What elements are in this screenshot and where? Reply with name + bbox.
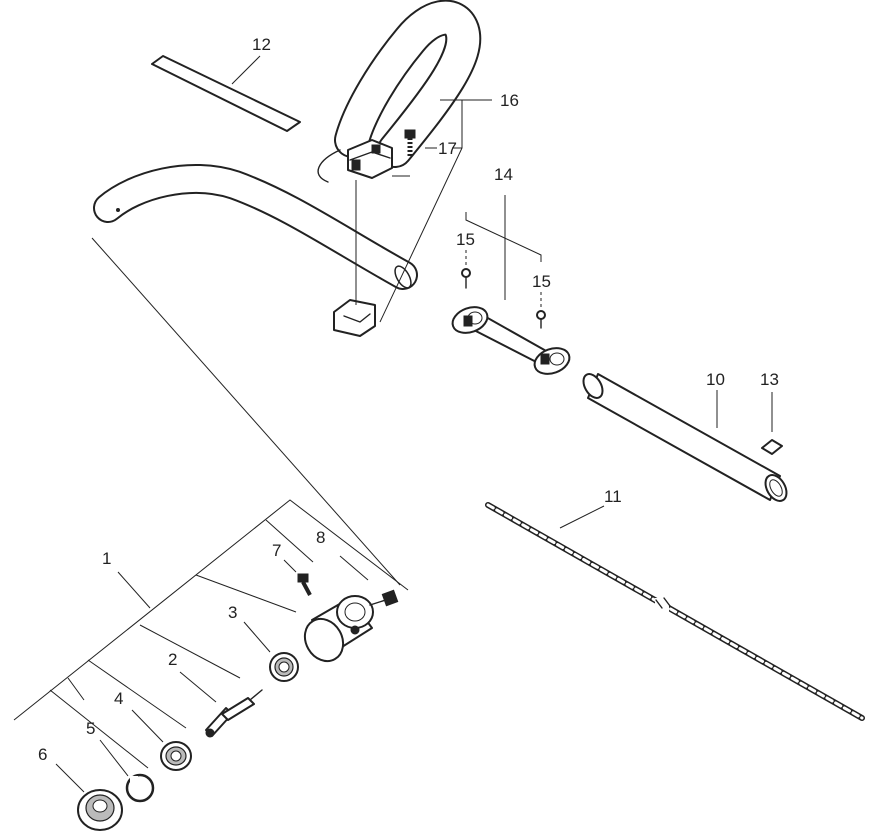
- callout-3: 3: [228, 603, 237, 622]
- part-12-label-strip: [151, 55, 301, 132]
- part-10-shaft-tube: [582, 373, 788, 502]
- part-2-shaft: [205, 689, 263, 738]
- part-14-bracket: [451, 306, 571, 375]
- callout-5: 5: [86, 719, 95, 738]
- callout-11: 11: [604, 487, 622, 506]
- part-3-bearing: [269, 652, 299, 682]
- callout-15-right: 15: [532, 272, 551, 291]
- callout-6: 6: [38, 745, 47, 764]
- callout-15-left: 15: [456, 230, 475, 249]
- part-16-lower-clamp: [333, 299, 376, 337]
- callout-17: 17: [438, 139, 457, 158]
- part-5-snap-ring: [125, 773, 155, 803]
- part-11-drive-cable: [485, 502, 865, 721]
- part-4-bearing: [160, 741, 192, 771]
- part-15-screw-a: [461, 268, 471, 289]
- part-8-housing: [303, 589, 399, 663]
- part-16-front-handle: [317, 0, 482, 183]
- part-17-bolt: [404, 129, 416, 158]
- callout-7: 7: [272, 541, 281, 560]
- callout-1: 1: [102, 549, 111, 568]
- part-15-screw-b: [536, 310, 546, 329]
- part-13-decal: [761, 439, 783, 455]
- callout-13: 13: [760, 370, 779, 389]
- callout-16: 16: [500, 91, 519, 110]
- callout-4: 4: [114, 689, 123, 708]
- callout-8: 8: [316, 528, 325, 547]
- callout-10: 10: [706, 370, 725, 389]
- part-6-cap: [77, 789, 123, 831]
- callout-12: 12: [252, 35, 271, 54]
- callout-14: 14: [494, 165, 513, 184]
- callout-2: 2: [168, 650, 177, 669]
- part-7-screw: [297, 573, 312, 596]
- handle-tube: [93, 164, 418, 290]
